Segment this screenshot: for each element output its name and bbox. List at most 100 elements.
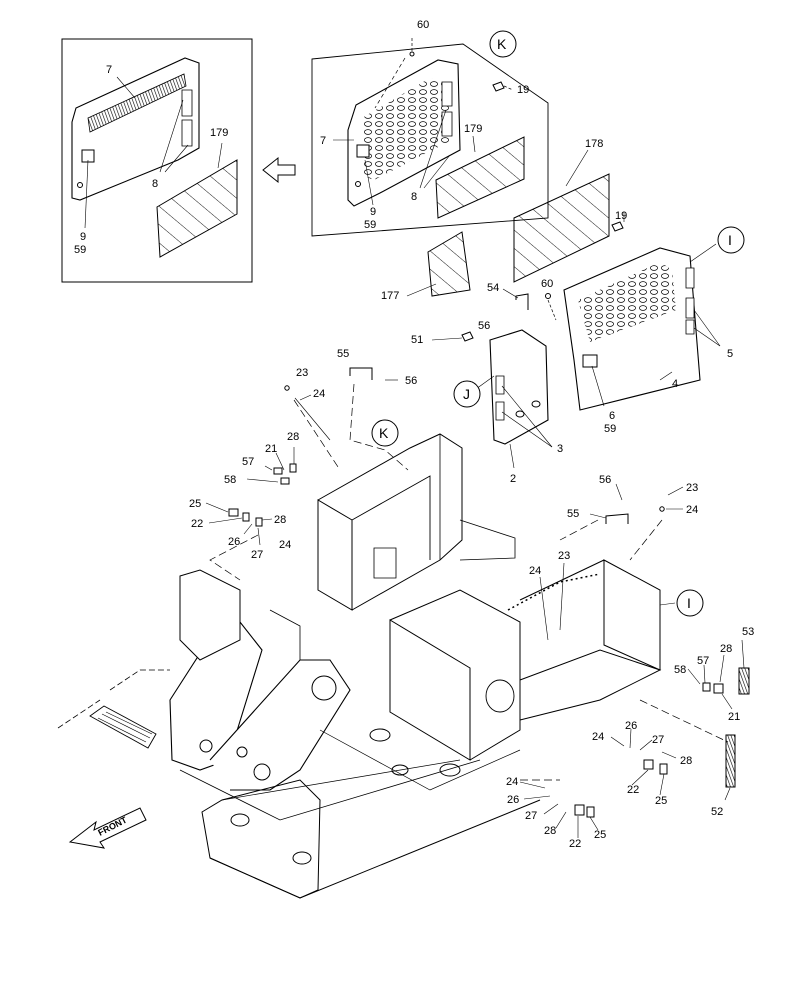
callout-8: 8 (152, 178, 158, 190)
callout-60: 60 (417, 19, 429, 31)
callout-28-c: 28 (720, 643, 732, 655)
bubble-I-frame-label: I (687, 595, 691, 611)
door-seal-179 (436, 137, 524, 218)
callout-177: 177 (381, 290, 399, 302)
frame-step-grate (90, 706, 156, 748)
callout-26: 26 (228, 536, 240, 548)
callout-24-b: 24 (279, 539, 291, 551)
callout-52: 52 (711, 806, 723, 818)
callout-59: 59 (74, 244, 86, 256)
callout-57: 57 (242, 456, 254, 468)
callout-26-c: 26 (507, 794, 519, 806)
callout-25-b: 25 (655, 795, 667, 807)
inset-louver-band (88, 74, 186, 132)
callout-21-b: 21 (728, 711, 740, 723)
side-panel-perforations (578, 262, 676, 342)
frame-upright-rear (318, 500, 352, 610)
callout-28-e: 28 (544, 825, 556, 837)
callout-9: 9 (80, 231, 86, 243)
bubble-K-frame-label: K (379, 425, 389, 441)
callout-19-side: 19 (615, 210, 627, 222)
callout-54: 54 (487, 282, 499, 294)
callout-27: 27 (251, 549, 263, 561)
callout-28: 28 (287, 431, 299, 443)
callout-6: 6 (609, 410, 615, 422)
bubble-I-top-label: I (728, 232, 732, 248)
panel-latch-6 (583, 355, 597, 367)
callout-24-c: 24 (686, 504, 698, 516)
callout-57-b: 57 (697, 655, 709, 667)
callout-24-e: 24 (592, 731, 604, 743)
callout-3: 3 (557, 443, 563, 455)
bubble-K-frame (372, 420, 398, 446)
callout-24-d: 24 (529, 565, 541, 577)
side-panel-4 (564, 248, 700, 410)
callout-25-c: 25 (594, 829, 606, 841)
callout-26-b: 26 (625, 720, 637, 732)
callout-25: 25 (189, 498, 201, 510)
callout-9-door: 9 (370, 206, 376, 218)
callout-23-b: 23 (686, 482, 698, 494)
door-group-boundary (312, 44, 548, 236)
callout-55: 55 (337, 348, 349, 360)
inset-hinge-bottom (182, 120, 192, 146)
door-perforations (362, 78, 452, 180)
seal-178 (514, 174, 609, 282)
inset-seal-179 (157, 160, 237, 257)
callout-60-side: 60 (541, 278, 553, 290)
callout-23: 23 (296, 367, 308, 379)
callout-23-c: 23 (558, 550, 570, 562)
bubble-J-label: J (463, 386, 470, 402)
callout-53: 53 (742, 626, 754, 638)
callout-8-door: 8 (411, 191, 417, 203)
callout-55-b: 55 (567, 508, 579, 520)
side-panels-group: I J 178 19 177 54 60 51 56 5 3 2 4 6 59 (381, 138, 744, 485)
door-latch (357, 145, 369, 157)
front-panel-2 (490, 330, 548, 444)
main-frame-assembly: K I 55 56 23 24 21 28 57 58 25 22 28 26 … (58, 348, 754, 898)
callout-4: 4 (672, 378, 678, 390)
callout-178: 178 (585, 138, 603, 150)
callout-51: 51 (411, 334, 423, 346)
seal-177 (428, 232, 470, 296)
callout-56-b: 56 (599, 474, 611, 486)
callout-58: 58 (224, 474, 236, 486)
inset-frame (62, 39, 252, 282)
frame-center-box (390, 620, 470, 760)
callout-21: 21 (265, 443, 277, 455)
bubble-K (490, 31, 516, 57)
callout-56: 56 (405, 375, 417, 387)
callout-2: 2 (510, 473, 516, 485)
bubble-I-top (718, 227, 744, 253)
callout-28-b: 28 (274, 514, 286, 526)
callout-27-b: 27 (652, 734, 664, 746)
callout-179-door: 179 (464, 123, 482, 135)
bubble-J (454, 381, 480, 407)
callout-56-side: 56 (478, 320, 490, 332)
bubble-K-label: K (497, 36, 507, 52)
callout-5: 5 (727, 348, 733, 360)
callout-59-side: 59 (604, 423, 616, 435)
callout-179: 179 (210, 127, 228, 139)
callout-28-d: 28 (680, 755, 692, 767)
strip-part-52 (726, 735, 735, 787)
callout-24: 24 (313, 388, 325, 400)
callout-7-door: 7 (320, 135, 326, 147)
callout-24-f: 24 (506, 776, 518, 788)
callout-27-c: 27 (525, 810, 537, 822)
front-direction-arrow-icon: FRONT (70, 808, 146, 848)
callout-19: 19 (517, 84, 529, 96)
view-direction-arrow-icon (263, 158, 295, 182)
inset-detail-view: 7 179 8 9 59 (62, 39, 252, 282)
callout-7: 7 (106, 64, 112, 76)
inset-fastener (78, 183, 83, 188)
callout-59-door: 59 (364, 219, 376, 231)
door-assembly-group: K 60 19 7 179 8 9 59 (312, 19, 548, 236)
callout-22-c: 22 (569, 838, 581, 850)
bubble-I-frame (677, 590, 703, 616)
strip-part-53 (739, 668, 749, 694)
callout-58-b: 58 (674, 664, 686, 676)
frame-right-side (604, 560, 660, 670)
